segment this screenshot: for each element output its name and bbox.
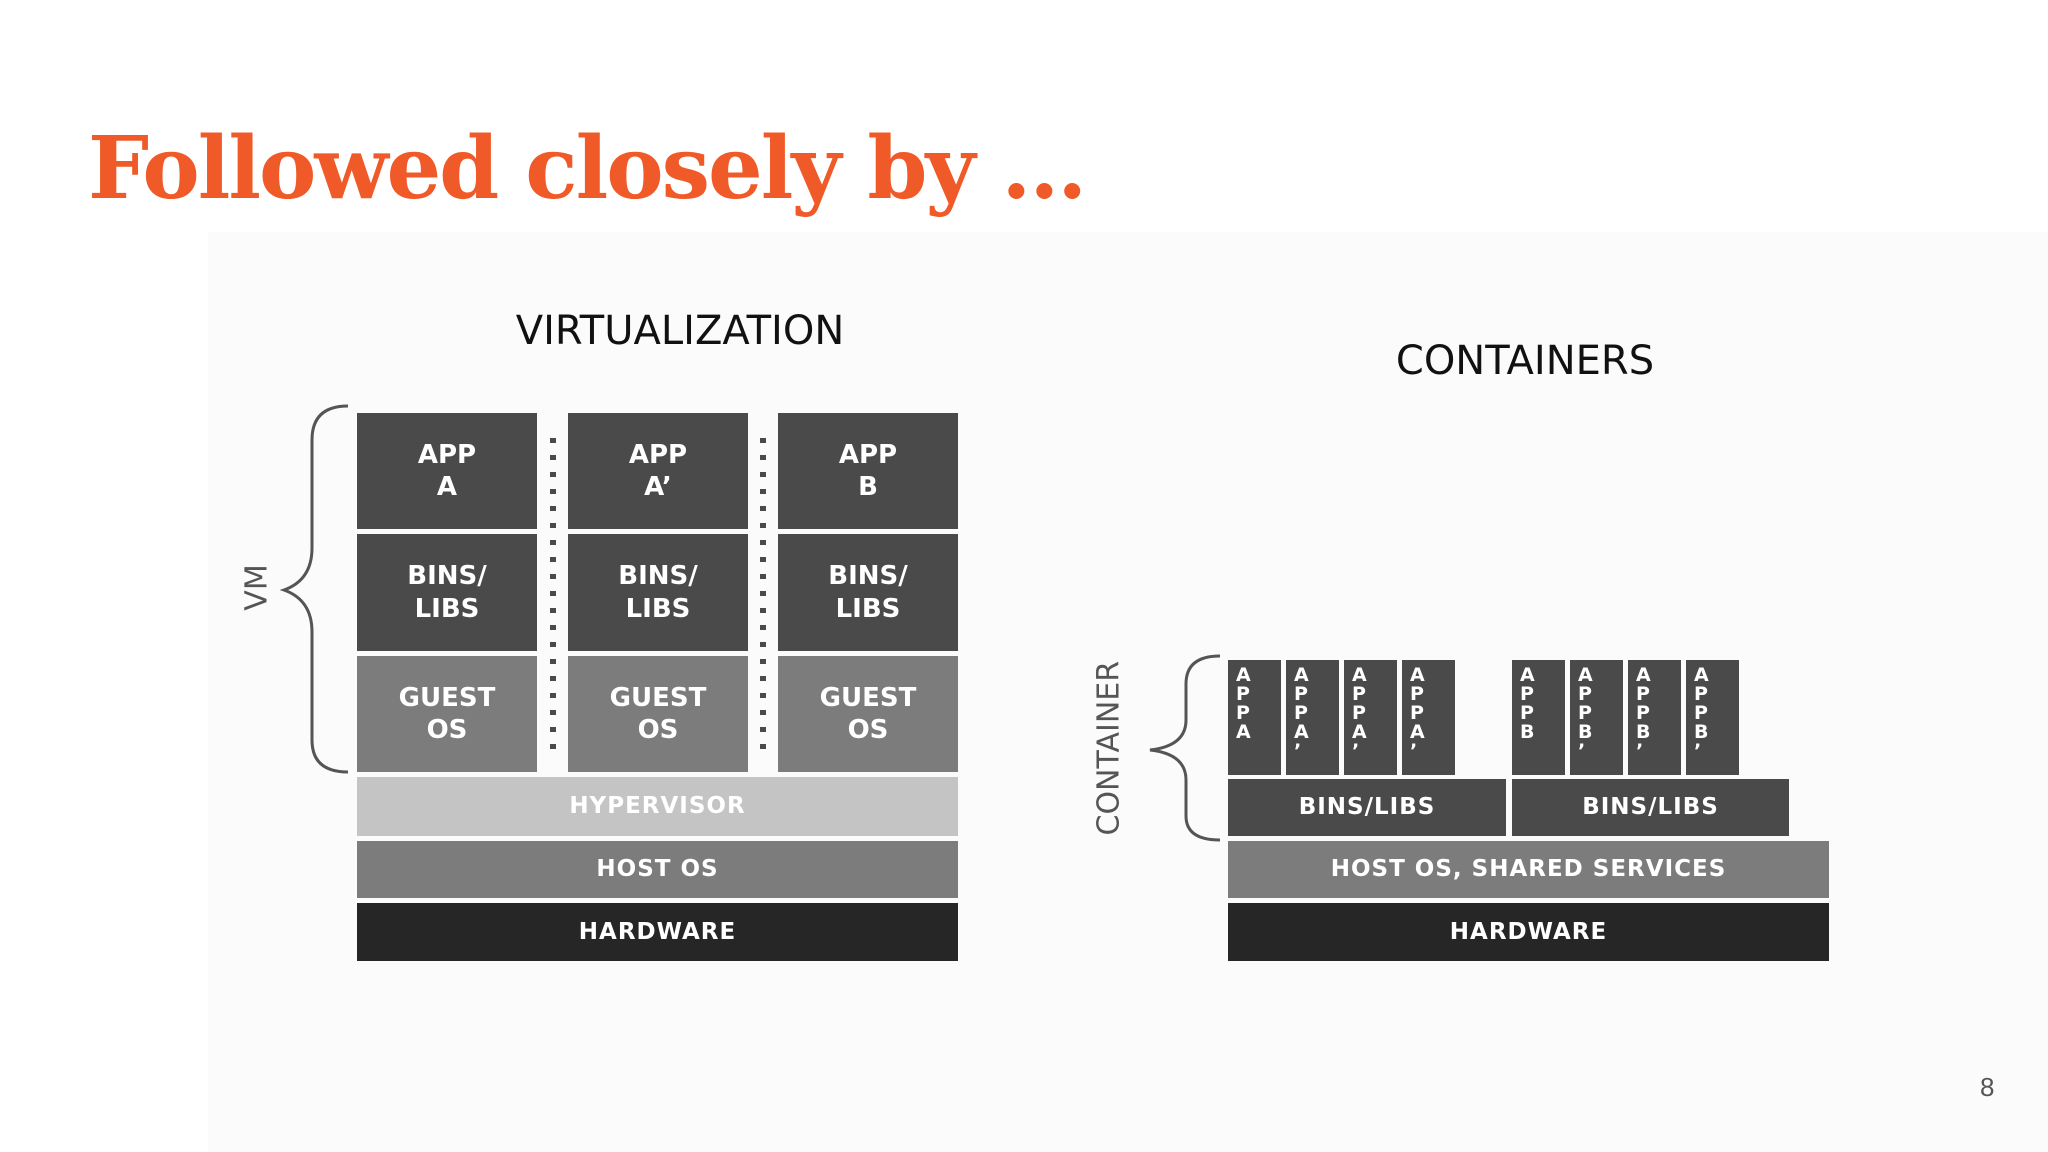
vm-guest-os-block: GUEST OS: [357, 656, 537, 772]
container-bins-block: BINS/LIBS: [1228, 779, 1506, 836]
vm-brace: [279, 404, 349, 774]
vm-guest-os-block: GUEST OS: [778, 656, 958, 772]
vm-label: VM: [239, 564, 275, 611]
container-label: CONTAINER: [1091, 660, 1127, 836]
virtualization-title: VIRTUALIZATION: [515, 308, 845, 354]
vm-bins-block: BINS/ LIBS: [778, 534, 958, 651]
vm-app-block: APP A: [357, 413, 537, 529]
vm-bins-block: BINS/ LIBS: [357, 534, 537, 651]
vm-bins-block: BINS/ LIBS: [568, 534, 748, 651]
containers-title: CONTAINERS: [1395, 338, 1655, 384]
vm-guest-os-block: GUEST OS: [568, 656, 748, 772]
slide-title: Followed closely by ...: [88, 118, 1087, 219]
vm-host-os-block: HOST OS: [357, 841, 958, 898]
container-hardware-block: HARDWARE: [1228, 903, 1829, 961]
container-host-os-block: HOST OS, SHARED SERVICES: [1228, 841, 1829, 898]
vm-app-block: APP B: [778, 413, 958, 529]
container-brace: [1149, 654, 1221, 842]
container-bins-block: BINS/LIBS: [1512, 779, 1789, 836]
hypervisor-block: HYPERVISOR: [357, 777, 958, 836]
vm-app-block: APP A’: [568, 413, 748, 529]
page-number: 8: [1980, 1072, 1995, 1102]
vm-hardware-block: HARDWARE: [357, 903, 958, 961]
